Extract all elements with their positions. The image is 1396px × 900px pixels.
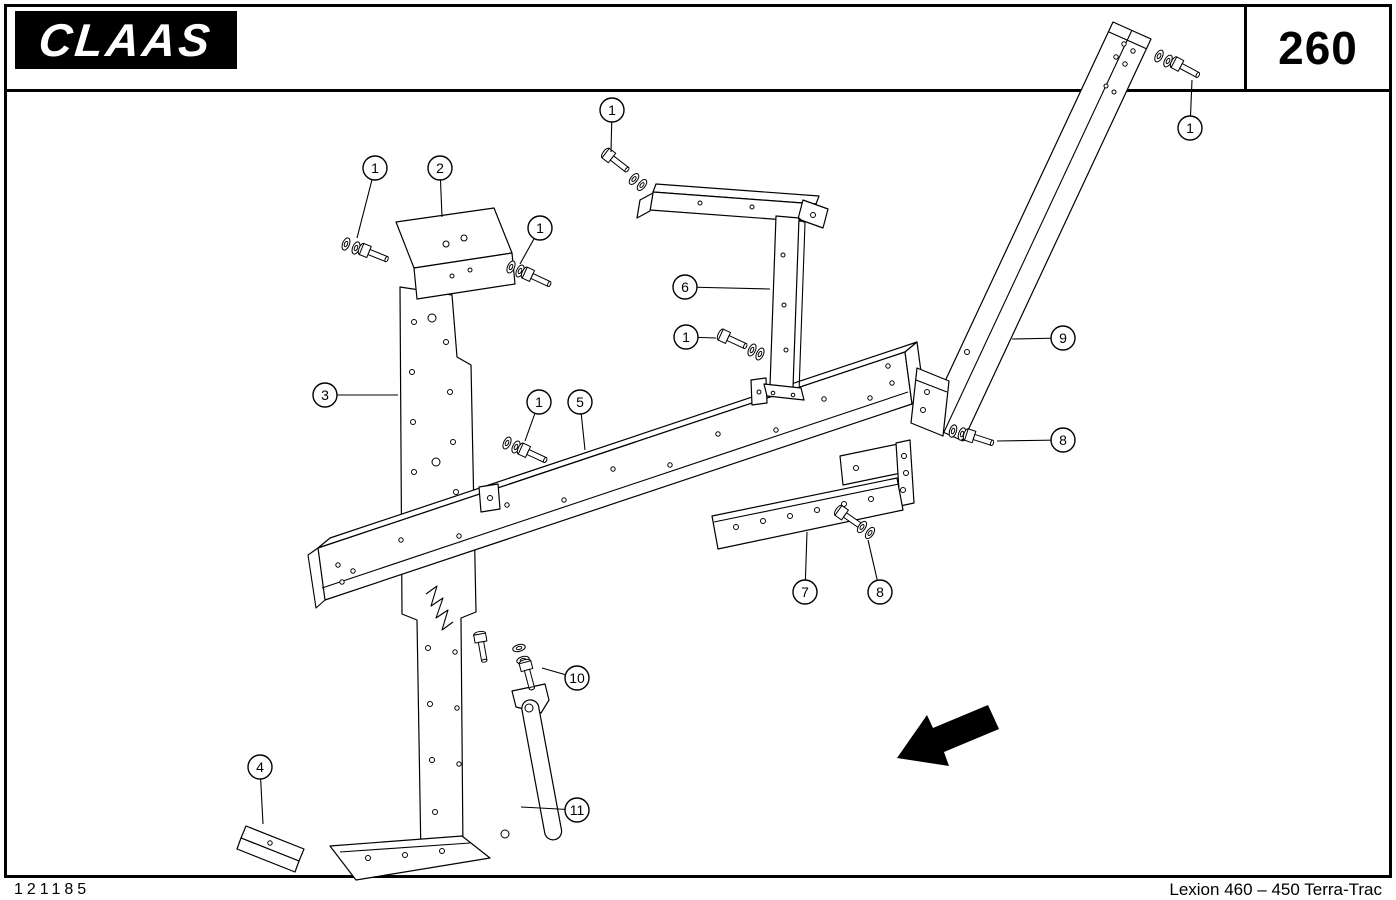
page-number: 260 [1278,22,1358,74]
callout-balloon-10[interactable]: 10 [564,665,590,691]
svg-text:1: 1 [608,102,616,118]
svg-text:7: 7 [801,584,809,600]
svg-text:1: 1 [1186,120,1194,136]
part-4-angle-bracket [236,825,305,873]
part-11-strut [500,683,563,841]
svg-text:8: 8 [1059,432,1067,448]
small-pin [472,630,491,664]
header: CLAAS 260 [7,7,1389,92]
svg-text:10: 10 [569,670,585,686]
claas-logo: CLAAS [15,11,237,69]
bolt-set-1-top-left [339,236,391,266]
callout-balloon-1[interactable]: 1 [526,389,552,415]
svg-text:8: 8 [876,584,884,600]
svg-text:1: 1 [535,394,543,410]
callout-balloon-1[interactable]: 1 [527,215,553,241]
callout-balloon-7[interactable]: 7 [792,579,818,605]
part-2-bracket-plate [395,207,516,300]
page-number-box: 260 [1244,7,1389,89]
callout-balloon-8[interactable]: 8 [867,579,893,605]
part-9-diagonal-brace [910,21,1152,442]
callout-balloon-1[interactable]: 1 [1177,115,1203,141]
svg-text:6: 6 [681,279,689,295]
bolt-set-10 [511,642,539,692]
bolt-set-1-top-middle [599,146,650,193]
callout-balloon-1[interactable]: 1 [362,155,388,181]
callout-balloon-6[interactable]: 6 [672,274,698,300]
doc-number: 121185 [14,881,91,898]
leader-line [684,286,771,290]
bolt-set-1-top-right [1152,48,1203,82]
part-6-support-post [636,183,829,401]
callout-balloon-9[interactable]: 9 [1050,325,1076,351]
callout-balloon-8[interactable]: 8 [1050,427,1076,453]
callout-balloon-3[interactable]: 3 [312,382,338,408]
part-3-side-panel [329,286,491,881]
callout-balloon-1[interactable]: 1 [673,324,699,350]
page-frame: CLAAS 260 [4,4,1392,878]
callout-balloon-5[interactable]: 5 [567,389,593,415]
callout-balloon-4[interactable]: 4 [247,754,273,780]
footer: 121185 Lexion 460 – 450 Terra-Trac [0,880,1396,900]
direction-arrow-icon [897,705,999,766]
callout-balloon-1[interactable]: 1 [599,97,625,123]
svg-text:11: 11 [570,802,585,818]
callout-balloon-2[interactable]: 2 [427,155,453,181]
svg-text:5: 5 [576,394,584,410]
svg-text:1: 1 [682,329,690,345]
callout-balloon-11[interactable]: 11 [564,797,590,823]
header-left: CLAAS [7,7,1244,89]
svg-text:3: 3 [321,387,329,403]
svg-text:9: 9 [1059,330,1067,346]
svg-text:1: 1 [536,220,544,236]
bolt-set-1-center [715,327,767,362]
svg-text:4: 4 [256,759,264,775]
svg-text:2: 2 [436,160,444,176]
model-name: Lexion 460 – 450 Terra-Trac [1169,880,1382,899]
svg-text:1: 1 [371,160,379,176]
part-7-mounting-plate [711,439,915,550]
